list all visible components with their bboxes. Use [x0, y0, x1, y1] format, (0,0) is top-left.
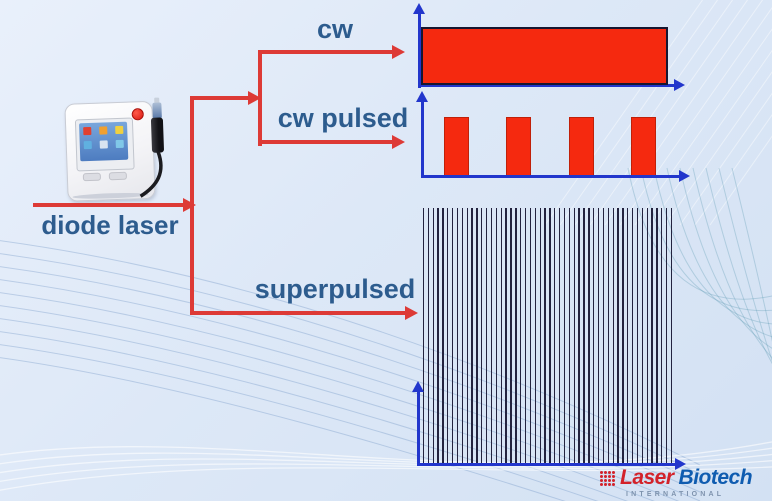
superpulsed-pulse [612, 208, 614, 465]
superpulsed-pulse [573, 208, 575, 465]
superpulsed-pulse [447, 208, 449, 465]
superpulsed-pulse [471, 208, 473, 465]
superpulsed-label: superpulsed [254, 274, 416, 304]
cw-pulse [421, 27, 668, 85]
superpulsed-pulse [476, 208, 478, 465]
superpulsed-pulse [631, 208, 634, 465]
superpulsed-pulse [588, 208, 590, 465]
cw-pulsed-pulse [506, 117, 532, 175]
diode-laser-label: diode laser [41, 210, 179, 240]
superpulsed-pulse [666, 208, 668, 465]
superpulsed-pulse [524, 208, 527, 465]
superpulsed-pulse [646, 208, 648, 465]
superpulsed-pulse [593, 208, 595, 465]
superpulsed-pulse [461, 208, 463, 465]
superpulsed-pulse [554, 208, 556, 465]
cw-pulsed-y-axis [421, 100, 424, 178]
cw-pulsed-pulse [443, 117, 469, 175]
superpulsed-pulse [559, 208, 561, 465]
arrowhead-cw-pulsed [392, 135, 405, 149]
diode-laser-device-image [64, 96, 172, 206]
superpulsed-y-axis-arrow [412, 381, 424, 392]
cw-x-axis [418, 84, 676, 87]
superpulsed-pulse [627, 208, 629, 465]
arrowhead-superpulsed [405, 306, 418, 320]
superpulsed-pulse [505, 208, 507, 465]
superpulsed-pulse [563, 208, 566, 465]
superpulsed-pulse [481, 208, 483, 465]
connector-vertical-main [190, 96, 194, 315]
superpulsed-pulse [607, 208, 609, 465]
superpulsed-pulse [602, 208, 605, 465]
connector-to-upper-branch [190, 96, 248, 100]
connector-cw-pulsed [258, 140, 392, 144]
superpulsed-pulse [486, 208, 488, 465]
superpulsed-pulse [661, 208, 663, 465]
arrowhead-cw [392, 45, 405, 59]
superpulsed-pulse [510, 208, 512, 465]
superpulsed-pulse [597, 208, 600, 465]
superpulsed-pulse [442, 208, 444, 465]
superpulsed-pulse [427, 208, 429, 465]
connector-superpulsed [190, 311, 405, 315]
cw-x-axis-arrow [674, 79, 685, 91]
cw-pulsed-label: cw pulsed [277, 103, 409, 133]
superpulsed-pulse [583, 208, 585, 465]
superpulsed-pulse [622, 208, 624, 465]
logo-word-laser: Laser [620, 466, 674, 489]
cw-y-axis-arrow [413, 3, 425, 14]
cw-y-axis [418, 12, 421, 88]
superpulsed-pulse [670, 208, 673, 465]
logo-word-biotech: Biotech [678, 466, 753, 489]
connector-cw [258, 50, 392, 54]
superpulsed-x-axis-arrow [675, 458, 686, 470]
handpiece-cable [139, 150, 163, 198]
superpulsed-pulse [515, 208, 517, 465]
cw-label: cw [316, 14, 354, 44]
cw-pulsed-x-axis-arrow [679, 170, 690, 182]
superpulsed-pulse [651, 208, 653, 465]
superpulsed-pulse [490, 208, 493, 465]
cw-pulsed-y-axis-arrow [416, 91, 428, 102]
superpulsed-waveform [421, 208, 674, 465]
cw-waveform [421, 27, 668, 85]
logo-subtitle: INTERNATIONAL [626, 491, 725, 498]
superpulsed-pulse [578, 208, 580, 465]
superpulsed-pulse [456, 208, 459, 465]
dots-grid-icon [600, 471, 616, 487]
superpulsed-pulse [549, 208, 551, 465]
superpulsed-pulse [544, 208, 546, 465]
superpulsed-pulse [641, 208, 644, 465]
cw-pulsed-pulse [568, 117, 594, 175]
cw-pulsed-x-axis [421, 175, 681, 178]
superpulsed-pulse [636, 208, 639, 465]
superpulsed-y-axis [417, 390, 420, 466]
superpulsed-pulse [437, 208, 439, 465]
connector-vertical-upper [258, 50, 262, 146]
cw-pulsed-pulse [631, 117, 657, 175]
superpulsed-pulse [534, 208, 536, 465]
superpulsed-pulse [432, 208, 434, 465]
superpulsed-x-axis [417, 463, 677, 466]
superpulsed-pulse [539, 208, 541, 465]
arrowhead-branch [248, 91, 261, 105]
superpulsed-pulse [451, 208, 454, 465]
superpulsed-pulse [466, 208, 468, 465]
connector-device-to-branch [33, 203, 183, 207]
superpulsed-pulse [568, 208, 571, 465]
superpulsed-pulse [495, 208, 498, 465]
superpulsed-pulse [617, 208, 619, 465]
cw-pulsed-waveform [425, 117, 675, 175]
superpulsed-pulse [656, 208, 658, 465]
superpulsed-pulse [529, 208, 532, 465]
laser-biotech-logo: Laser Biotech INTERNATIONAL [600, 466, 772, 498]
superpulsed-pulse [500, 208, 502, 465]
superpulsed-pulse [520, 208, 522, 465]
superpulsed-pulse [422, 208, 425, 465]
